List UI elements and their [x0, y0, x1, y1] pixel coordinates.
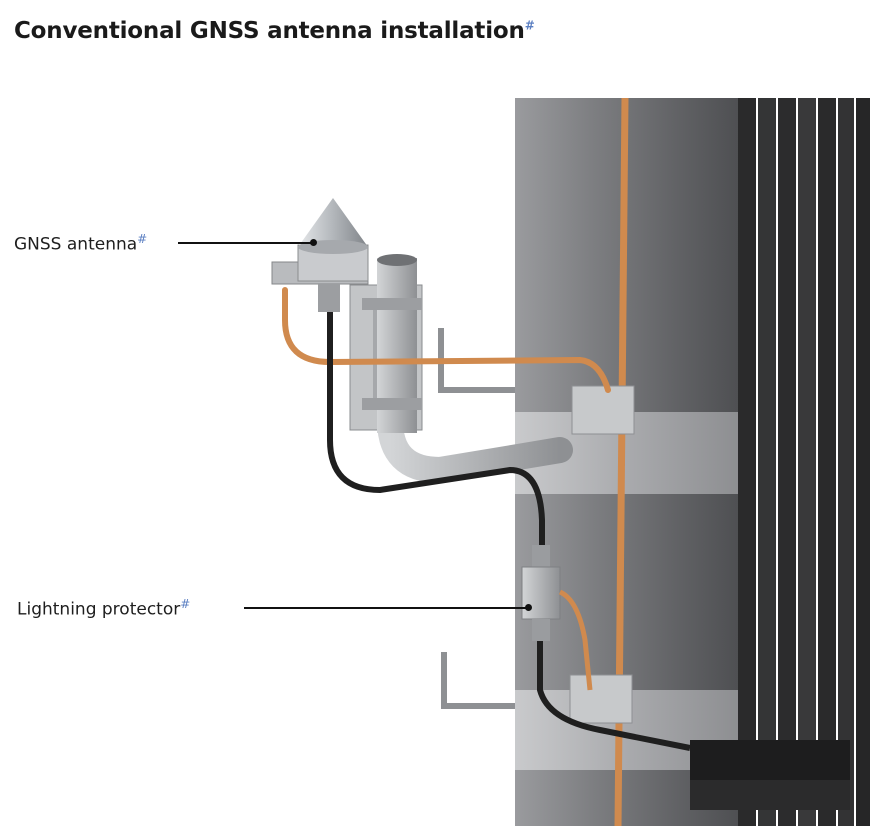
leader-line-gnss-antenna [178, 242, 312, 244]
paragraph-mark: # [137, 232, 148, 246]
paragraph-mark: # [524, 18, 535, 33]
gnss-antenna [271, 198, 369, 312]
hose-clamp-bottom [362, 398, 422, 410]
label-lightning-protector: Lightning protector# [17, 597, 191, 620]
cable-bundle [690, 98, 870, 826]
hook-upper [438, 328, 515, 393]
mast-cap [377, 254, 417, 266]
signal-cable-lower [537, 640, 691, 751]
clamp-lower [569, 674, 633, 724]
signal-cable [327, 312, 545, 565]
hook-lower [441, 652, 515, 709]
page-title: Conventional GNSS antenna installation# [14, 18, 535, 44]
leader-dot-lightning-protector [525, 604, 532, 611]
clamp-upper [571, 385, 635, 435]
label-gnss-antenna: GNSS antenna# [14, 232, 148, 255]
hose-clamp-top [362, 298, 422, 310]
protector-ground [558, 589, 593, 691]
paragraph-mark: # [180, 597, 191, 611]
leader-dot-gnss-antenna [310, 239, 317, 246]
leader-line-lightning-protector [244, 607, 528, 609]
